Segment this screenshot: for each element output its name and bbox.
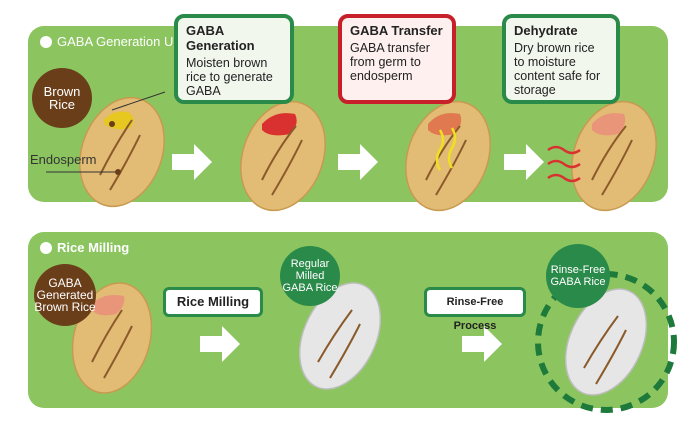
section-title-text: Rice Milling [57, 240, 130, 255]
arrow-icon [338, 144, 378, 180]
rinse-free-rice-label: Rinse-Free GABA Rice [546, 244, 610, 308]
rice-milling-label: Rice Milling [163, 287, 263, 317]
bullet-icon [40, 35, 52, 48]
step-title: GABA Generation [186, 23, 255, 53]
endosperm-label: Endosperm [30, 152, 97, 167]
section-title-rice-milling: Rice Milling [40, 240, 129, 255]
brown-rice-label: Brown Rice [32, 68, 92, 128]
arrow-icon [462, 326, 502, 362]
step-description: Dry brown rice to moisture content safe … [514, 41, 601, 97]
transfer-grain [405, 100, 491, 212]
step-title: Dehydrate [514, 23, 578, 38]
brown-rice-grain [46, 91, 166, 208]
bullet-icon [40, 241, 52, 254]
dehydrated-grain [547, 100, 657, 212]
regular-milled-label: Regular Milled GABA Rice [280, 246, 340, 306]
step-description: Moisten brown rice to generate GABA [186, 56, 273, 98]
step-gaba-transfer: GABA Transfer GABA transfer from germ to… [338, 14, 456, 104]
step-gaba-generation: GABA Generation Moisten brown rice to ge… [174, 14, 294, 104]
section-title-gaba-generation: GABA Generation Unit [40, 34, 187, 49]
arrow-icon [172, 144, 212, 180]
milled-rice-grain [298, 282, 382, 390]
gaba-brown-rice-label: GABA Generated Brown Rice [34, 264, 96, 326]
arrow-icon [504, 144, 544, 180]
section-title-text: GABA Generation Unit [57, 34, 188, 49]
rinse-free-process-label: Rinse-Free Process [424, 287, 526, 332]
rinse-free-grain [535, 271, 677, 413]
step-description: GABA transfer from germ to endosperm [350, 41, 430, 83]
arrow-icon [200, 326, 240, 362]
step-title: GABA Transfer [350, 23, 443, 38]
step-dehydrate: Dehydrate Dry brown rice to moisture con… [502, 14, 620, 104]
moistened-grain [240, 100, 326, 212]
